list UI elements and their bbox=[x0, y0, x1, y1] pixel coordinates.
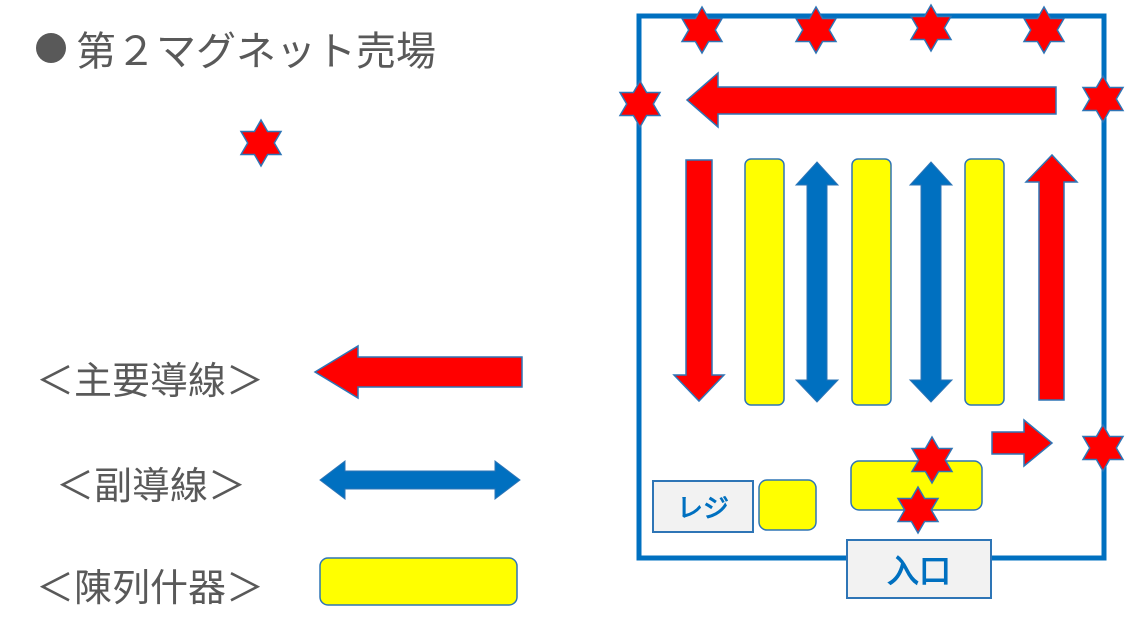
register-box: レジ bbox=[652, 480, 754, 533]
entrance-main-path-arrow bbox=[991, 418, 1054, 468]
legend-fixture-label: ＜陳列什器＞ bbox=[36, 566, 265, 610]
sub-path-arrow-1 bbox=[794, 161, 840, 403]
fixture-shelf-2 bbox=[851, 158, 892, 406]
legend-sub-path-arrow bbox=[319, 459, 521, 501]
register-label: レジ bbox=[676, 493, 729, 523]
magnet-star-icon bbox=[910, 4, 952, 52]
left-main-path-arrow bbox=[672, 159, 726, 403]
bullet-icon bbox=[36, 33, 66, 63]
page-title: 第２マグネット売場 bbox=[36, 18, 436, 78]
entrance-box: 入口 bbox=[846, 539, 992, 599]
title-text: 第２マグネット売場 bbox=[76, 29, 436, 75]
fixture-shelf-1 bbox=[744, 158, 785, 406]
fixture-shelf-3 bbox=[964, 158, 1005, 406]
right-main-path-arrow bbox=[1024, 153, 1079, 401]
top-main-path-arrow bbox=[685, 71, 1057, 129]
sub-path-arrow-2 bbox=[908, 161, 954, 403]
legend-magnet-star-icon bbox=[240, 119, 282, 167]
magnet-star-icon bbox=[1082, 75, 1124, 123]
fixture-register-side bbox=[758, 479, 817, 531]
legend-sub-path-label: ＜副導線＞ bbox=[56, 464, 247, 508]
legend-main-path-arrow bbox=[313, 344, 523, 400]
magnet-star-icon bbox=[619, 80, 661, 128]
magnet-star-icon bbox=[1082, 424, 1124, 472]
entrance-label: 入口 bbox=[886, 553, 951, 589]
legend-main-path-label: ＜主要導線＞ bbox=[36, 359, 265, 403]
legend-fixture-swatch bbox=[319, 557, 518, 606]
